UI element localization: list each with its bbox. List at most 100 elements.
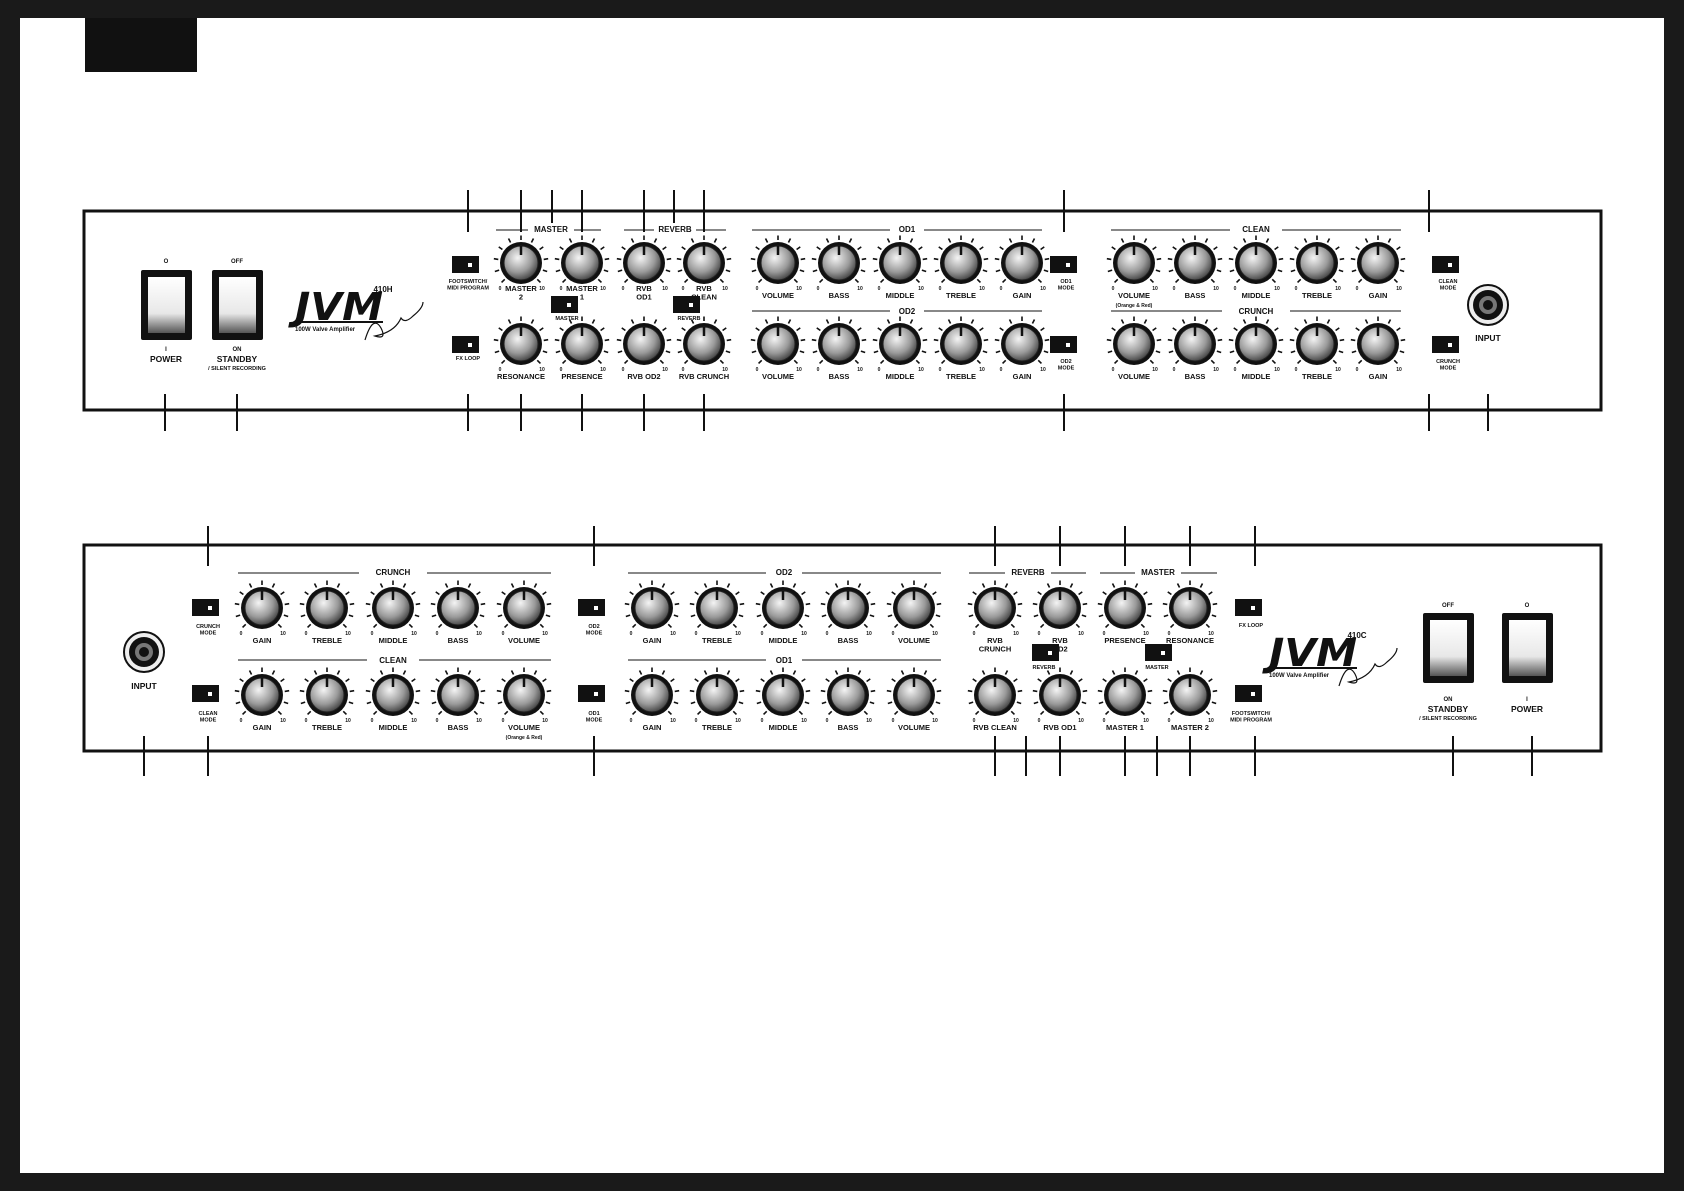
power-switch[interactable] [1502, 613, 1553, 683]
clean-mode-button[interactable] [192, 685, 219, 702]
knob-label: MASTER 1 [1106, 723, 1144, 732]
section-od2-title: OD2 [899, 307, 916, 316]
reverb-select-button[interactable] [673, 296, 700, 313]
rvb-od1-knob[interactable]: 0 10 [616, 235, 672, 293]
knob-label: GAIN [253, 636, 272, 645]
standby-switch[interactable] [1423, 613, 1474, 683]
section-master-title: MASTER [1141, 568, 1175, 577]
power-switch[interactable] [141, 270, 192, 340]
od1-mode-button[interactable] [578, 685, 605, 702]
knob-label: TREBLE [702, 723, 732, 732]
scale-max-label: 10 [1152, 367, 1158, 373]
scale-min-label: 0 [622, 286, 625, 292]
footswitch-midi-button[interactable] [452, 256, 479, 273]
signature-scribble [1338, 647, 1398, 687]
od2-mode-button[interactable] [1050, 336, 1077, 353]
crunch-mode-button[interactable] [192, 599, 219, 616]
input-jack[interactable] [1467, 284, 1509, 326]
scale-min-label: 0 [939, 286, 942, 292]
scale-min-label: 0 [630, 631, 633, 637]
scale-max-label: 10 [1208, 631, 1214, 637]
fx-loop-button[interactable] [1235, 599, 1262, 616]
scale-max-label: 10 [539, 367, 545, 373]
knob-label: RVB OD2 [627, 372, 660, 381]
reverb-select-button[interactable] [1032, 644, 1059, 661]
footswitch-midi-button[interactable] [1235, 685, 1262, 702]
master-select-button[interactable] [551, 296, 578, 313]
standby-switch[interactable] [212, 270, 263, 340]
signature-scribble [364, 301, 424, 341]
od1-mode-button[interactable] [1050, 256, 1077, 273]
input-jack[interactable] [123, 631, 165, 673]
knob-label: TREBLE [702, 636, 732, 645]
od2-mode-button[interactable] [578, 599, 605, 616]
knob-label: TREBLE [946, 291, 976, 300]
scale-max-label: 10 [662, 286, 668, 292]
clean-mode-button[interactable] [1432, 256, 1459, 273]
crunch-mode-button[interactable] [1432, 336, 1459, 353]
master-select-button[interactable] [1145, 644, 1172, 661]
scale-max-label: 10 [932, 718, 938, 724]
master-switch-label: MASTER [1145, 665, 1168, 671]
knob-label: GAIN [1013, 291, 1032, 300]
fx-loop-button[interactable] [452, 336, 479, 353]
model-number: 410C [1347, 631, 1366, 640]
